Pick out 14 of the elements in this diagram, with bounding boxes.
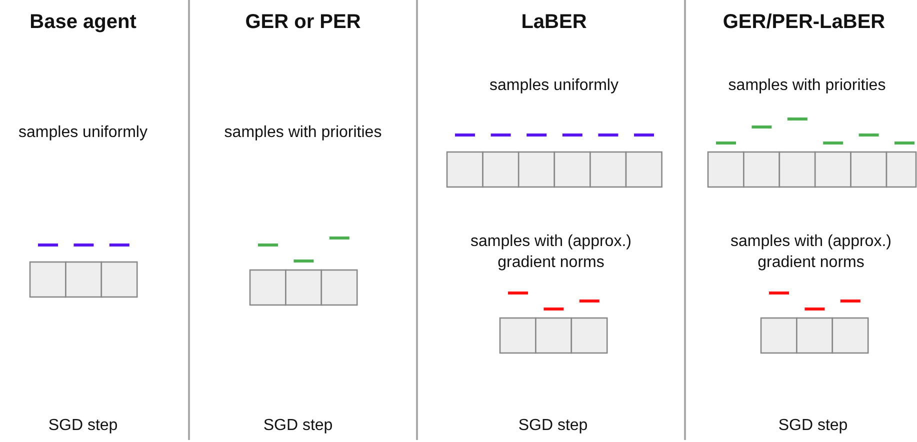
description-text: samples with (approx.) gradient norms <box>470 232 632 273</box>
panel-title: LaBER <box>521 12 587 33</box>
description-text: samples with priorities <box>728 76 886 96</box>
step-label: SGD step <box>518 416 588 436</box>
description-text: samples uniformly <box>490 76 618 96</box>
step-label: SGD step <box>48 416 118 436</box>
description-text: samples with priorities <box>224 123 382 143</box>
panel-title: Base agent <box>30 12 136 33</box>
step-label: SGD step <box>263 416 333 436</box>
description-text: samples with (approx.) gradient norms <box>730 232 892 273</box>
panel-title: GER or PER <box>245 12 361 33</box>
step-label: SGD step <box>778 416 848 436</box>
description-text: samples uniformly <box>18 123 148 143</box>
panel-title: GER/PER-LaBER <box>722 12 886 33</box>
